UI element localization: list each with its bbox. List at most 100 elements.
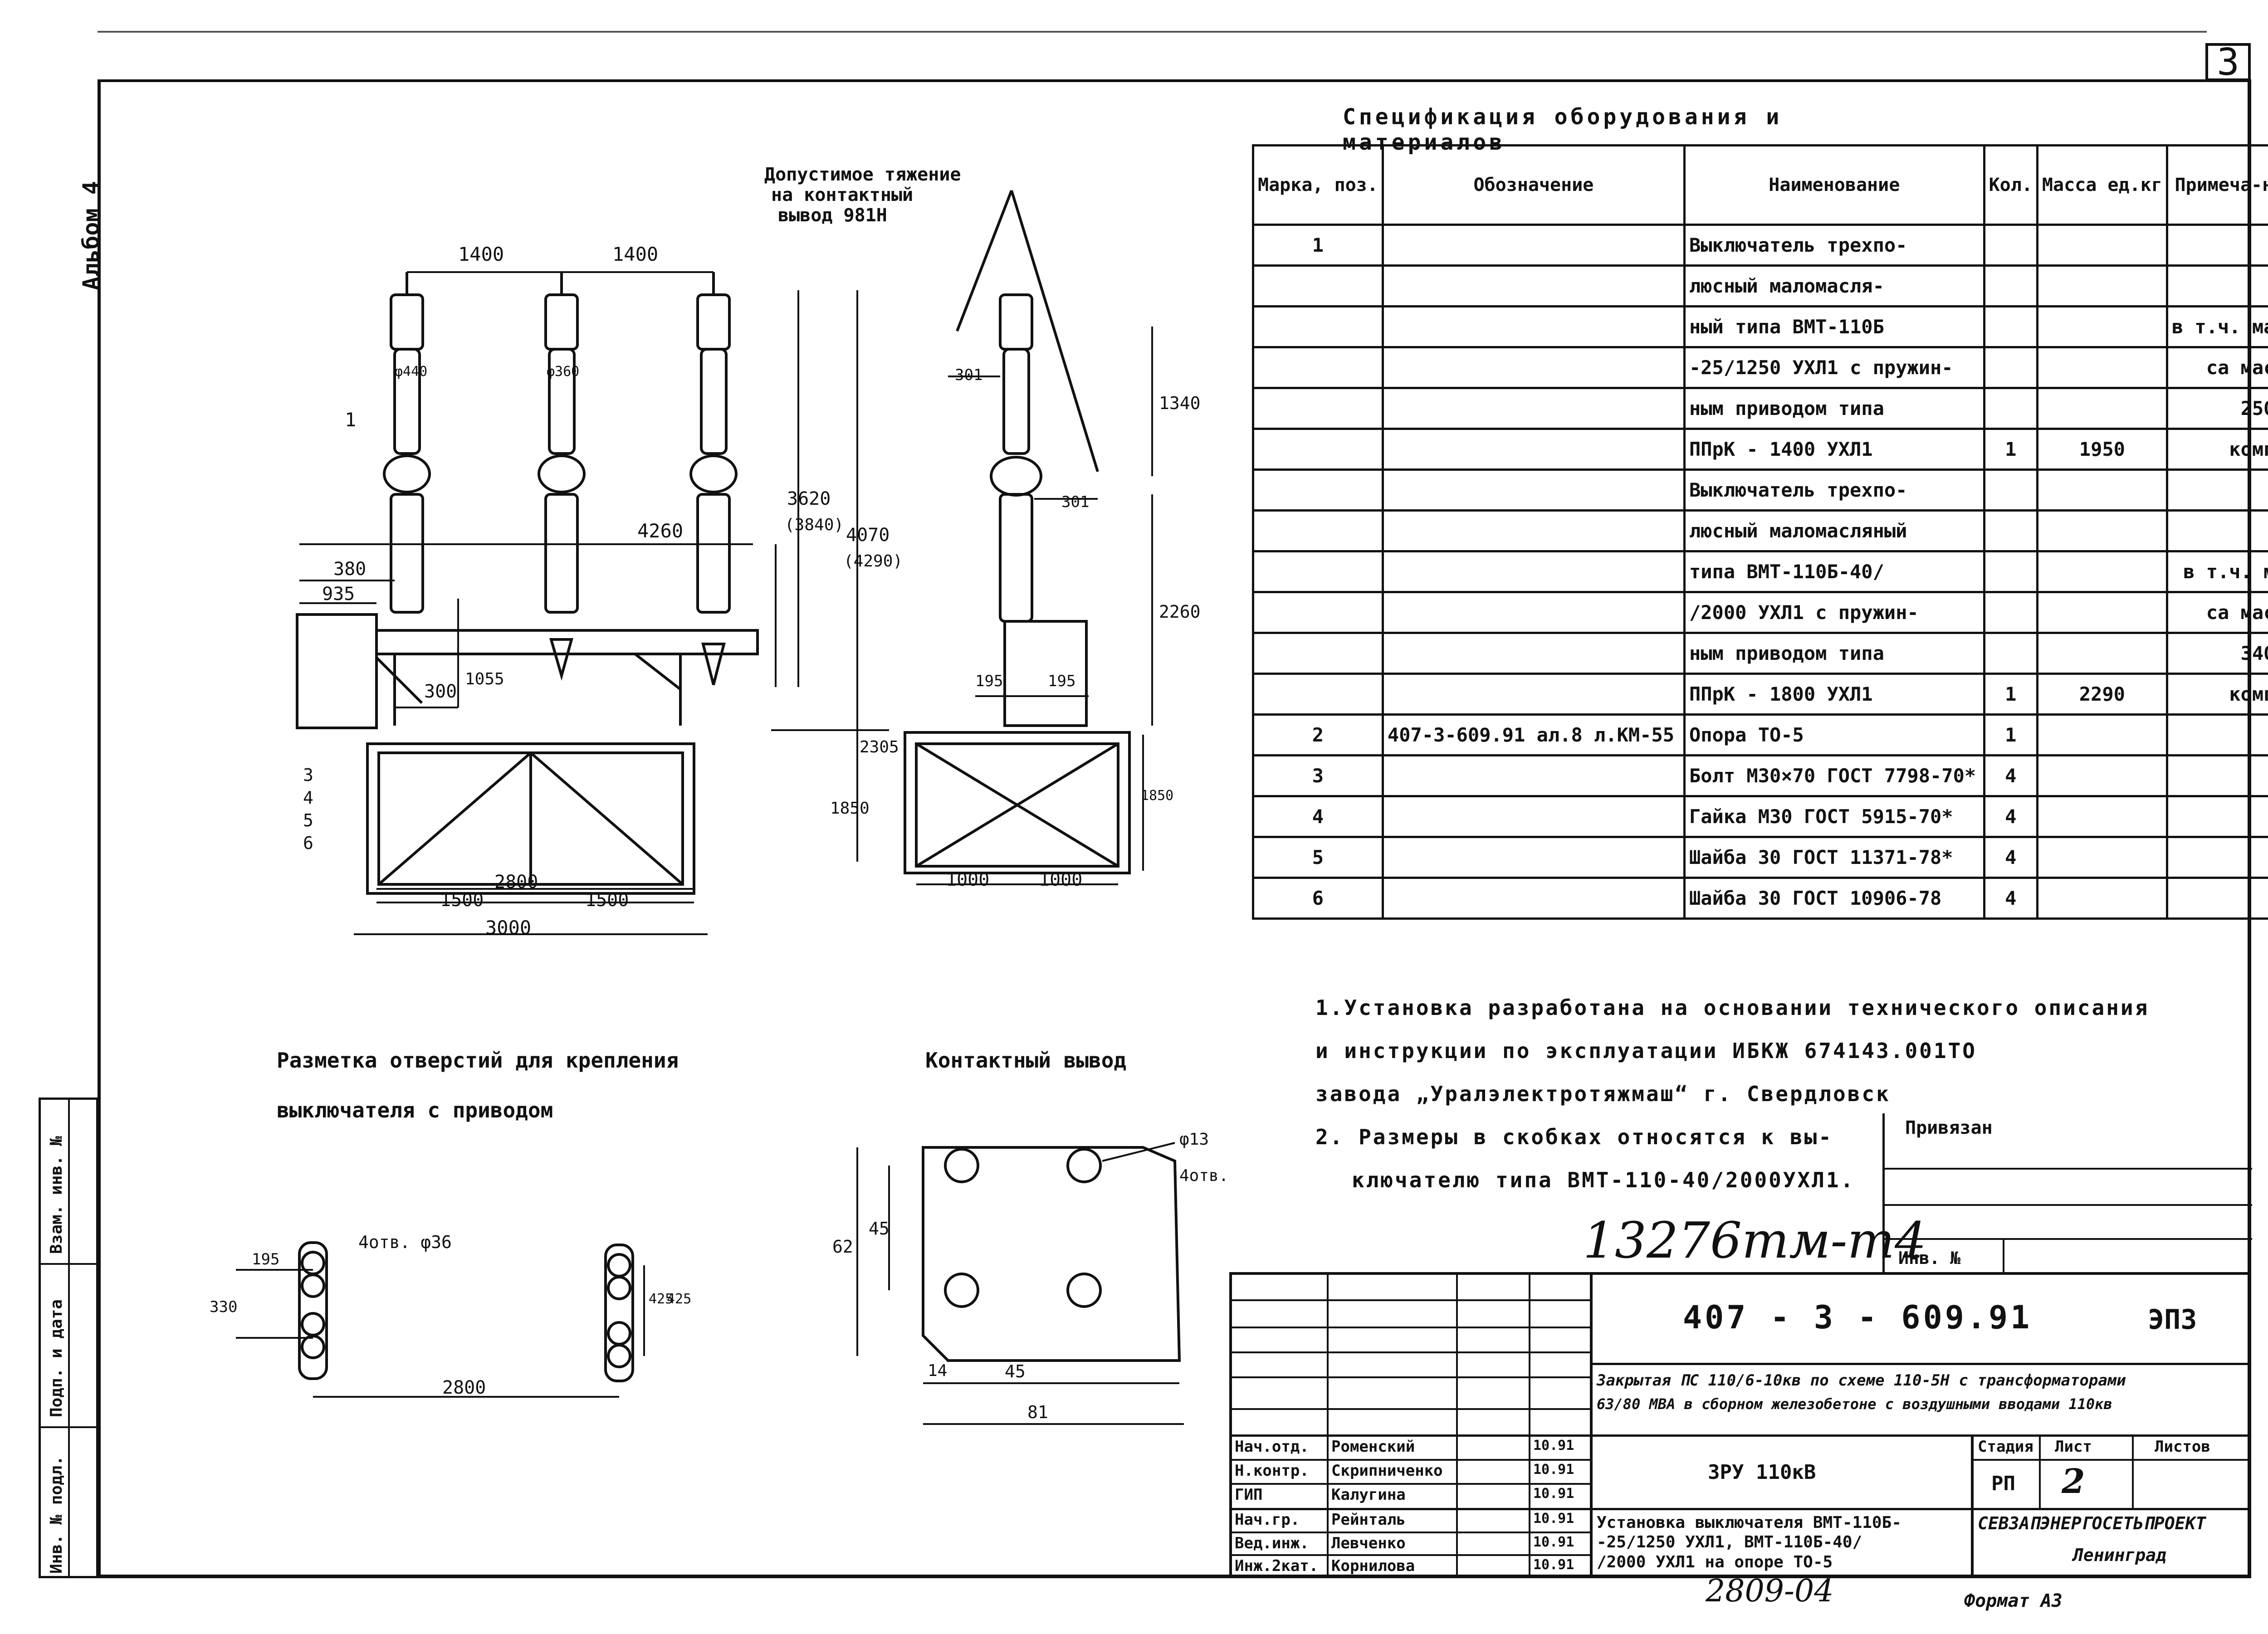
- spec-cell-name: Шайба 30 ГОСТ 10906-78: [1683, 877, 1985, 920]
- format-label: Формат А3: [1964, 1590, 2063, 1611]
- table-row: ППрК - 1400 УХЛ111950компл.: [1252, 428, 2268, 471]
- tb-role-name: Роменский: [1331, 1438, 1415, 1456]
- spec-cell-name: люсный маломасля-: [1683, 264, 1985, 307]
- table-row: типа ВМТ-110Б-40/в т.ч. мас: [1252, 550, 2268, 593]
- spec-cell-mass: [2036, 591, 2168, 634]
- handwritten-number: 13276тм-т4: [1583, 1211, 1926, 1269]
- spec-cell-qty: [1983, 550, 2038, 593]
- binding-box: Привязан Инв. №: [1882, 1113, 2252, 1274]
- breaker-side-view: [904, 293, 1153, 885]
- holes-dim-holes: 4отв. φ36: [358, 1232, 452, 1252]
- tb-role-name: Скрипниченко: [1331, 1462, 1443, 1480]
- spec-cell-mass: [2036, 468, 2168, 512]
- dia-440: φ440: [395, 364, 428, 380]
- dim-4290: (4290): [844, 552, 903, 571]
- dim-1500-b: 1500: [585, 890, 629, 911]
- spec-cell-note: [2165, 754, 2268, 797]
- spec-cell-designation: [1381, 632, 1686, 675]
- tb-role-date: 10.91: [1533, 1462, 1574, 1478]
- spec-cell-name: ным приводом типа: [1683, 387, 1985, 430]
- note-1-line-2: и инструкции по эксплуатации ИБКЖ 674143…: [1315, 1039, 1977, 1063]
- spec-cell-designation: [1381, 468, 1686, 512]
- spec-cell-mass: [2036, 632, 2168, 675]
- spec-cell-qty: [1983, 632, 2038, 675]
- dim-1055: 1055: [465, 670, 504, 688]
- dim-2305: 2305: [860, 738, 899, 756]
- tb-sheet: 2: [2062, 1462, 2085, 1501]
- spec-cell-designation: [1381, 673, 1686, 716]
- spec-cell-qty: [1983, 264, 2038, 307]
- spec-cell-mark: [1252, 673, 1384, 716]
- side-dim-301-b: 301: [1061, 493, 1090, 511]
- tb-object: ЗРУ 110кВ: [1708, 1461, 1816, 1484]
- sheet-number: 3: [2217, 40, 2239, 84]
- tb-description-2: -25/1250 УХЛ1, ВМТ-110Б-40/: [1597, 1533, 1862, 1551]
- spec-cell-mass: [2036, 795, 2168, 838]
- holes-dim-330: 330: [210, 1298, 238, 1316]
- spec-cell-note: [2165, 509, 2268, 552]
- title-block: 407 - 3 - 609.91 ЭП3 Закрытая ПС 110/6-1…: [1229, 1272, 2248, 1576]
- spec-cell-name: ный типа ВМТ-110Б: [1683, 305, 1985, 348]
- dim-4260: 4260: [637, 520, 684, 542]
- spec-cell-qty: [1983, 509, 2038, 552]
- spec-cell-mark: [1252, 632, 1384, 675]
- holes-dim-2800: 2800: [442, 1377, 486, 1398]
- spec-header-note: Примеча-ние: [2165, 144, 2268, 226]
- spec-header-mass: Масса ед.кг: [2036, 144, 2168, 226]
- tension-note-2: на контактный: [771, 185, 914, 205]
- spec-cell-mark: [1252, 346, 1384, 389]
- contact-dim-holes: 4отв.: [1179, 1166, 1229, 1185]
- spec-cell-mass: [2036, 387, 2168, 430]
- spec-cell-mass: [2036, 836, 2168, 879]
- holes-title-2: выключателя с приводом: [277, 1098, 553, 1122]
- spec-cell-mass: [2036, 550, 2168, 593]
- callout-5: 5: [303, 810, 313, 830]
- spec-cell-mass: [2036, 346, 2168, 389]
- spec-cell-designation: [1381, 346, 1686, 389]
- side-dim-301-a: 301: [955, 366, 983, 384]
- spec-cell-note: компл.: [2165, 428, 2268, 471]
- pole-right: [689, 272, 738, 685]
- spec-cell-note: [2165, 877, 2268, 920]
- binding-label: Привязан: [1905, 1117, 1993, 1138]
- spec-cell-qty: [1983, 346, 2038, 389]
- spec-cell-mark: [1252, 550, 1384, 593]
- spec-cell-designation: [1381, 754, 1686, 797]
- spec-cell-note: са масла: [2165, 591, 2268, 634]
- spec-cell-name: типа ВМТ-110Б-40/: [1683, 550, 1985, 593]
- tb-role-name: Калугина: [1331, 1486, 1406, 1504]
- spec-cell-name: Опора ТО-5: [1683, 713, 1985, 756]
- tb-role-date: 10.91: [1533, 1534, 1574, 1550]
- tb-role-date: 10.91: [1533, 1438, 1574, 1454]
- binding-inv-label: Инв. №: [1898, 1248, 1961, 1268]
- spec-cell-designation: [1381, 591, 1686, 634]
- side-dim-2260: 2260: [1159, 602, 1201, 622]
- spec-cell-name: -25/1250 УХЛ1 с пружин-: [1683, 346, 1985, 389]
- side-dim-195-a: 195: [975, 672, 1003, 690]
- spec-cell-designation: 407-3-609.91 ал.8 л.КМ-55: [1381, 713, 1686, 756]
- tb-description-1: Установка выключателя ВМТ-110Б-: [1597, 1513, 1901, 1532]
- pole-middle: [538, 272, 586, 681]
- spec-cell-qty: [1983, 224, 2038, 267]
- spec-cell-name: ППрК - 1400 УХЛ1: [1683, 428, 1985, 471]
- callout-6: 6: [303, 833, 313, 853]
- note-2-line-1: 2. Размеры в скобках относятся к вы-: [1315, 1125, 1833, 1149]
- spec-cell-qty: 1: [1983, 428, 2038, 471]
- tb-role-title: Инж.2кат.: [1235, 1557, 1319, 1575]
- side-stamp: Взам. инв. № Подп. и дата Инв. № подл.: [39, 1097, 98, 1578]
- tb-stage: РП: [1991, 1472, 2015, 1495]
- tb-role-title: ГИП: [1235, 1486, 1263, 1504]
- spec-cell-note: в т.ч. мас-: [2165, 305, 2268, 348]
- dim-1850: 1850: [830, 799, 870, 818]
- spec-cell-qty: 4: [1983, 877, 2038, 920]
- spec-cell-qty: 1: [1983, 713, 2038, 756]
- spec-cell-mark: [1252, 305, 1384, 348]
- spec-cell-designation: [1381, 836, 1686, 879]
- spec-cell-mark: 3: [1252, 754, 1384, 797]
- spec-cell-qty: [1983, 468, 2038, 512]
- dim-3620: 3620: [787, 488, 831, 509]
